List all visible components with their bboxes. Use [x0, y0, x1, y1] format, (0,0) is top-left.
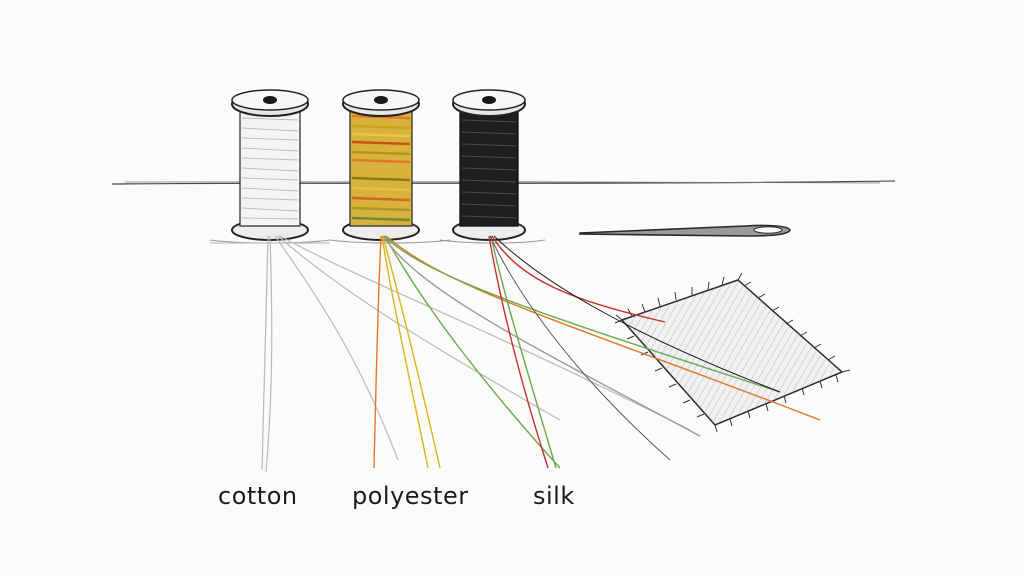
label-polyester: polyester	[352, 482, 469, 510]
polyester-spool-icon	[342, 89, 420, 241]
fabric-swatch-icon	[614, 272, 851, 433]
cotton-spool-icon	[231, 89, 309, 241]
silk-spool-icon	[452, 89, 526, 241]
label-silk: silk	[533, 482, 575, 510]
cotton-threads	[261, 235, 691, 473]
needle-icon	[579, 224, 791, 237]
polyester-threads	[373, 235, 821, 469]
silk-threads	[488, 235, 781, 469]
label-cotton: cotton	[218, 482, 298, 510]
